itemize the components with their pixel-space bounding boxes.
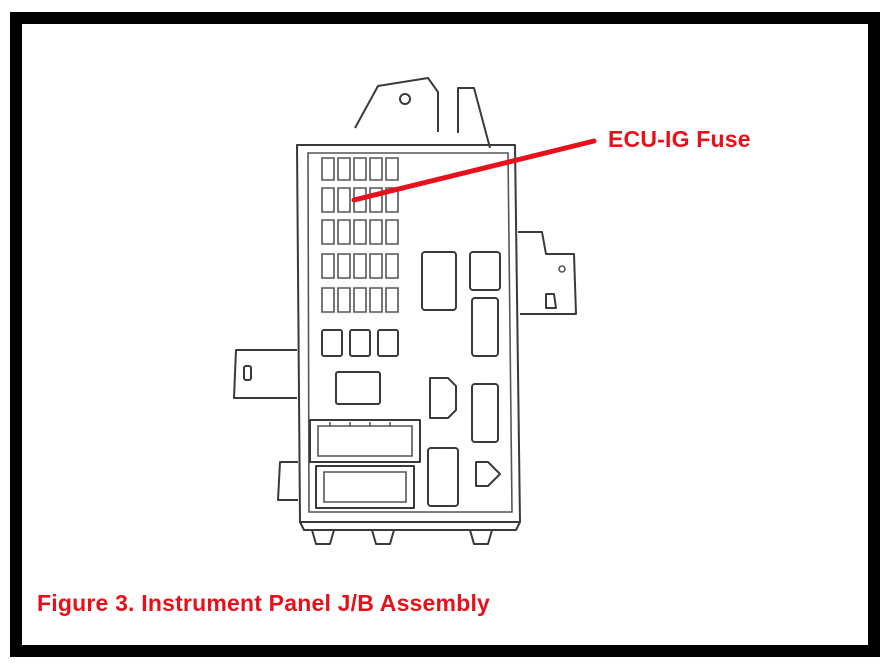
junction-block-housing (296, 144, 521, 545)
right-mounting-bracket (518, 231, 577, 315)
connector-sockets (309, 419, 501, 509)
fuse-pointer (351, 138, 597, 203)
fuse-grid (321, 157, 399, 313)
left-mounting-bracket (233, 349, 297, 399)
figure-caption: Figure 3. Instrument Panel J/B Assembly (37, 590, 491, 616)
figure-frame (10, 12, 880, 657)
ecu-ig-fuse-label: ECU-IG Fuse (608, 126, 751, 152)
lower-left-tab (277, 461, 298, 501)
top-mounting-bracket (354, 77, 491, 149)
relay-sockets (321, 251, 501, 443)
